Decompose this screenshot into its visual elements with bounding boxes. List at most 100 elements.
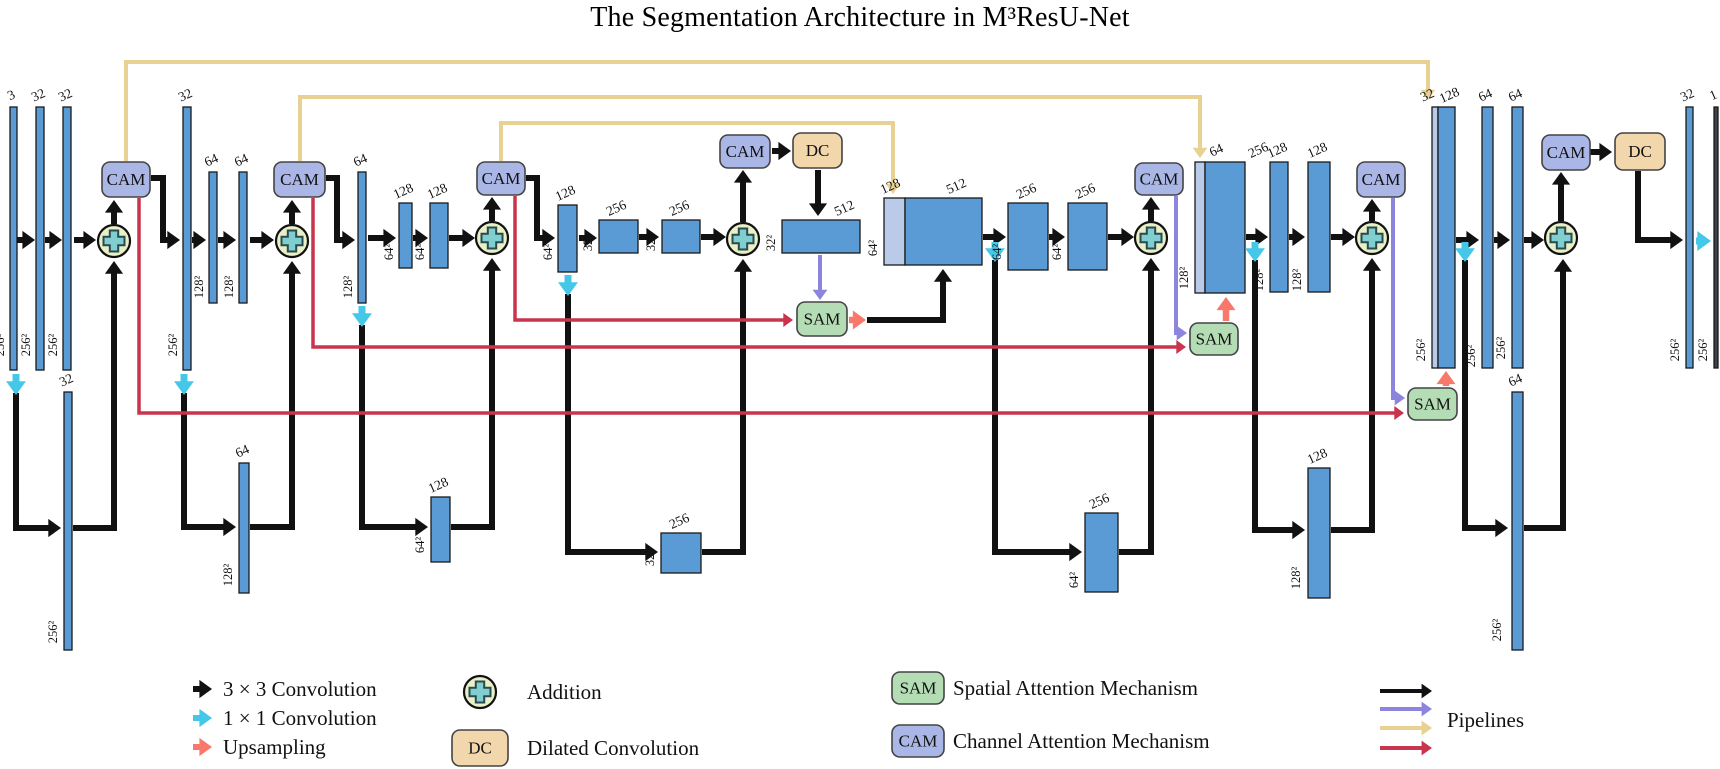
black-conv-arrow-4	[223, 230, 236, 250]
enc3-skip-bar-size-label: 64²	[413, 537, 427, 554]
bottleneck-dc-out-bar-channels-label: 512	[832, 197, 857, 219]
add-2-plus-icon	[280, 229, 304, 253]
skip-connection-1	[73, 271, 117, 531]
cyan-conv-arrow-32	[174, 381, 194, 395]
skip-connection-16	[526, 175, 545, 241]
dec3-skip-bar-size-label: 256²	[1490, 619, 1504, 642]
black-conv-arrow-11	[713, 227, 726, 247]
black-conv-arrow-16	[1255, 227, 1268, 247]
enc4-skip-box-channels-label: 256	[667, 510, 692, 532]
enc4-input-bar	[557, 204, 578, 273]
add-3-plus-icon	[480, 226, 504, 250]
dec1-skip-box	[1084, 512, 1119, 593]
dc-2-label: DC	[1628, 142, 1652, 161]
salmon-conv-arrow-39	[852, 310, 866, 330]
skip-connection-5-head	[482, 258, 502, 271]
skip-connection-14-head	[167, 230, 180, 250]
dec3-conv2-bar	[1511, 106, 1524, 369]
dec3-concat-main-channels-label: 128	[1437, 84, 1462, 106]
dec3-conv2-bar-channels-label: 64	[1506, 85, 1525, 104]
legend-sam-icon	[891, 671, 945, 705]
skip-connection-0	[13, 393, 51, 531]
skip-connection-2-head	[223, 517, 236, 537]
legend-dilated-conv-icon	[451, 729, 509, 767]
enc3-conv1-bar-channels-label: 128	[391, 180, 416, 202]
skip-connection-17	[1635, 171, 1673, 243]
skip-connection-6	[565, 294, 648, 555]
cam-4-label: CAM	[726, 142, 765, 161]
enc1-conv2-bar-channels-label: 32	[56, 85, 74, 104]
enc4-conv1-box-size-label: 32²	[581, 235, 595, 252]
enc3-skip-bar	[430, 496, 451, 563]
sam-2-label: SAM	[1196, 330, 1233, 349]
cyan-conv-arrow-34	[558, 282, 578, 296]
dec1-conv2-box-size-label: 64²	[1050, 244, 1064, 261]
skip-connection-18-head	[933, 269, 953, 282]
enc3-input-bar-size-label: 128²	[341, 276, 355, 299]
output-conv-bar	[1685, 106, 1694, 369]
black-conv-arrow-9	[584, 228, 597, 248]
enc2-conv2-bar-channels-label: 64	[232, 150, 251, 169]
purple-pipeline-5-head	[1394, 390, 1405, 406]
cyan-conv-arrow-33	[352, 313, 372, 327]
yellow-pipeline-2-head	[885, 183, 901, 194]
enc4-conv1-box	[598, 219, 639, 254]
skip-connection-17-head	[1670, 230, 1683, 250]
cam-4	[719, 134, 771, 169]
enc2-skip-bar	[238, 462, 250, 594]
skip-connection-0-head	[48, 518, 61, 538]
dc-1-label: DC	[806, 141, 830, 160]
legend-conv3x3-text: 3 × 3 Convolution	[223, 677, 377, 701]
black-conv-arrow-27	[1141, 197, 1161, 210]
skip-connection-11	[1331, 268, 1375, 533]
dec1-conv2-box-channels-label: 256	[1073, 180, 1098, 202]
enc3-conv2-bar-channels-label: 128	[425, 180, 450, 202]
legend-pipeline-red-arrow-icon	[1421, 740, 1432, 756]
bottleneck-concat-main-channels-label: 512	[944, 175, 969, 197]
legend-pipeline-red-text: Pipelines	[1447, 708, 1524, 732]
enc4-input-bar-size-label: 64²	[541, 244, 555, 261]
dec3-conv1-bar-channels-label: 64	[1476, 85, 1495, 104]
cam-1	[101, 161, 151, 198]
enc2-input-bar	[182, 106, 192, 371]
dec1-skip-box-size-label: 64²	[1067, 572, 1081, 589]
yellow-pipeline-2	[499, 121, 895, 186]
cam-2-label: CAM	[280, 170, 319, 189]
dec2-skip-bar-channels-label: 128	[1305, 445, 1330, 467]
skip-connection-6-head	[645, 542, 658, 562]
bottleneck-concat-strip	[883, 197, 906, 266]
red-pipeline-7	[311, 198, 1178, 349]
skip-connection-7	[702, 269, 746, 555]
cam-1-label: CAM	[107, 170, 146, 189]
add-5-plus-icon	[1139, 226, 1163, 250]
sam-1	[796, 301, 848, 337]
dec3-concat-strip	[1431, 106, 1439, 369]
output-conv-bar-channels-label: 32	[1678, 85, 1696, 104]
add-4-plus-icon	[731, 227, 755, 251]
enc3-input-bar	[357, 171, 367, 304]
black-conv-arrow-25	[482, 197, 502, 210]
yellow-pipeline-1	[298, 95, 1202, 161]
cam-3	[476, 161, 526, 196]
enc4-conv2-box-channels-label: 256	[667, 197, 692, 219]
enc1-input-bar-size-label: 256²	[0, 334, 7, 357]
dec3-conv1-bar	[1481, 106, 1494, 369]
legend-upsampling-text: Upsampling	[223, 735, 326, 759]
black-conv-arrow-6	[383, 228, 396, 248]
black-conv-arrow-24	[282, 200, 302, 213]
bottleneck-concat-strip-channels-label: 128	[878, 175, 903, 197]
enc1-conv2-bar-size-label: 256²	[46, 334, 60, 357]
cam-7	[1541, 134, 1591, 171]
black-conv-arrow-18	[1342, 227, 1355, 247]
cam-3-label: CAM	[482, 169, 521, 188]
black-conv-arrow-14	[1052, 227, 1065, 247]
dec2-concat-strip	[1194, 161, 1206, 294]
black-conv-arrow-26	[733, 170, 753, 183]
enc3-conv2-bar-size-label: 64²	[413, 244, 427, 261]
skip-connection-11-head	[1362, 258, 1382, 271]
salmon-conv-arrow-41	[1436, 371, 1456, 385]
skip-connection-13	[1524, 269, 1566, 531]
skip-connection-18	[867, 279, 946, 323]
legend-conv3x3-arrow-icon	[199, 679, 212, 699]
black-conv-arrow-19	[1466, 230, 1479, 250]
